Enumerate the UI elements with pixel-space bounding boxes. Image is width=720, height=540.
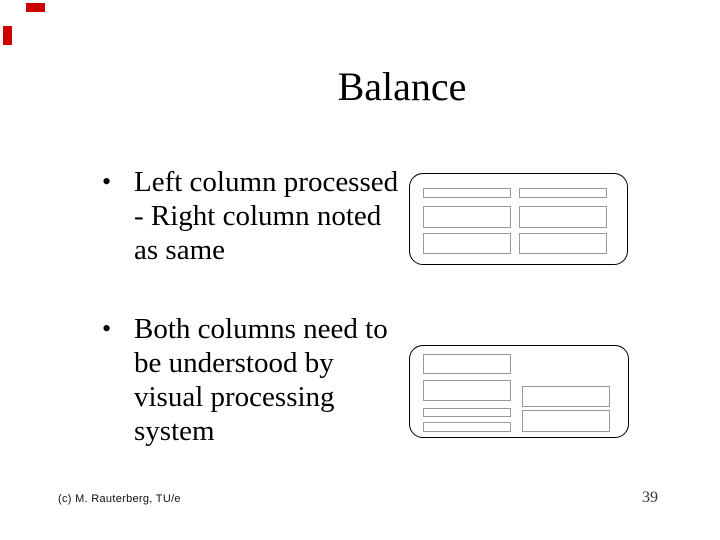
page-number: 39	[642, 489, 658, 506]
copyright-footer: (c) M. Rauterberg, TU/e	[58, 493, 181, 505]
bullet-line: Left column processed	[134, 166, 399, 198]
diagram-rect	[423, 354, 511, 374]
bullet-dot-icon: •	[102, 314, 112, 343]
diagram-unbalanced-columns	[409, 345, 629, 438]
bullet-text: Both columns need to be understood by vi…	[134, 312, 414, 448]
bullet-line: as same	[134, 234, 225, 266]
diagram-rect	[519, 206, 607, 228]
bullet-line: system	[134, 415, 215, 447]
diagram-balanced-columns	[409, 173, 628, 265]
diagram-rect	[423, 380, 511, 401]
bullet-line: be understood by	[134, 347, 334, 379]
bullet-line: Both columns need to	[134, 313, 388, 345]
diagram-rect	[519, 233, 607, 254]
diagram-rect	[423, 188, 511, 198]
diagram-rect	[423, 233, 511, 254]
bullet-line: visual processing	[134, 381, 335, 413]
bullet-item-1: • Left column processed - Right column n…	[100, 165, 414, 267]
diagram-rect	[522, 386, 610, 407]
bullet-dot-icon: •	[102, 167, 112, 196]
diagram-rect	[423, 422, 511, 432]
diagram-rect	[423, 408, 511, 417]
diagram-rect	[423, 206, 511, 228]
diagram-rect	[519, 188, 607, 198]
red-corner-mark-horizontal	[26, 3, 45, 12]
slide-title: Balance	[337, 64, 467, 109]
bullet-text: Left column processed - Right column not…	[134, 165, 414, 267]
diagram-rect	[522, 410, 610, 432]
bullet-line: - Right column noted	[134, 200, 382, 232]
red-corner-mark-vertical	[3, 26, 12, 45]
bullet-item-2: • Both columns need to be understood by …	[100, 312, 414, 448]
